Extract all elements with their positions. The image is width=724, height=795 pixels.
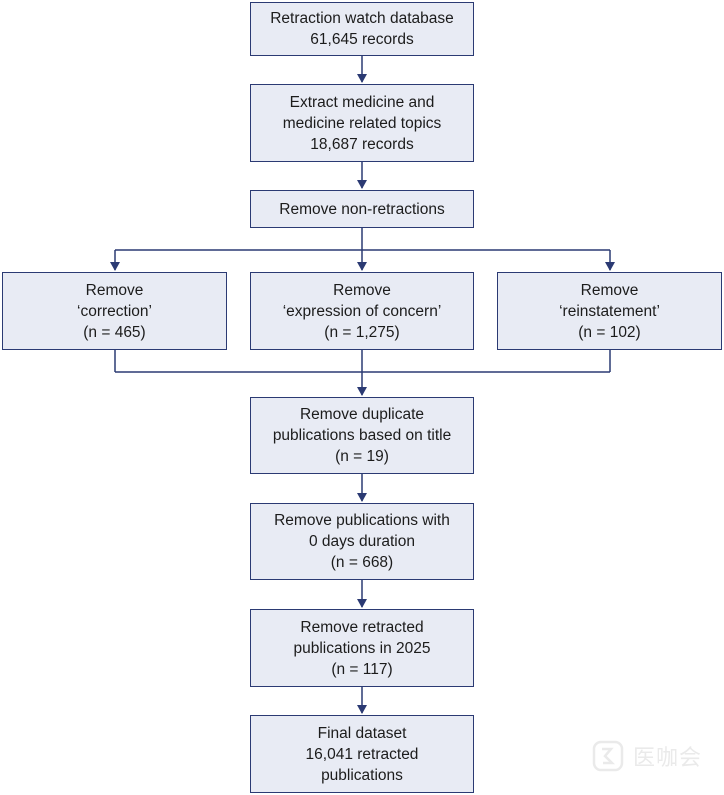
remove-2025-count: (n = 117) [331,660,393,678]
extract-medicine-box: Extract medicine and medicine related to… [250,84,474,162]
remove-zero-days-line-1: Remove publications with [274,512,450,529]
remove-zero-days-count: (n = 668) [330,554,394,571]
remove-correction-count: (n = 465) [83,323,146,341]
extract-count: 18,687 records [310,135,414,153]
remove-2025-line-2: publications in 2025 [293,639,431,657]
remove-duplicates-line-1: Remove duplicate [299,406,425,423]
remove-correction-box: Remove ‘correction’ (n = 465) [2,272,227,350]
remove-reinstatement-line-1: Remove [580,281,639,299]
watermark: 医咖会 [591,739,702,773]
remove-concern-line-2: ‘expression of concern’ [282,302,442,320]
remove-duplicates-box: Remove duplicate publications based on t… [250,397,474,474]
watermark-text: 医咖会 [632,745,702,770]
remove-concern-count: (n = 1,275) [324,323,400,341]
remove-reinstatement-box: Remove ‘reinstatement’ (n = 102) [497,272,722,350]
remove-zero-days-box: Remove publications with 0 days duration… [250,503,474,580]
remove-duplicates-count: (n = 19) [335,448,389,465]
remove-zero-days-line-2: 0 days duration [309,533,415,550]
remove-2025-line-1: Remove retracted [300,618,424,636]
final-dataset-count: 16,041 retracted [305,745,419,763]
final-dataset-title: Final dataset [317,724,407,742]
extract-line-2: medicine related topics [282,114,442,132]
extract-line-1: Extract medicine and [289,93,435,111]
remove-2025-box: Remove retracted publications in 2025 (n… [250,609,474,687]
remove-expression-of-concern-box: Remove ‘expression of concern’ (n = 1,27… [250,272,474,350]
remove-reinstatement-line-2: ‘reinstatement’ [559,302,660,320]
remove-correction-line-2: ‘correction’ [77,302,152,320]
watermark-logo-icon [592,740,624,772]
remove-concern-line-1: Remove [333,281,391,299]
remove-non-retractions-box: Remove non-retractions [250,190,474,228]
final-dataset-line-3: publications [321,766,403,784]
source-title: Retraction watch database [270,10,454,27]
source-count: 61,645 records [310,31,414,48]
remove-correction-line-1: Remove [85,281,144,299]
remove-non-retractions-label: Remove non-retractions [279,200,445,218]
remove-reinstatement-count: (n = 102) [578,323,641,341]
final-dataset-box: Final dataset 16,041 retracted publicati… [250,715,474,793]
remove-duplicates-line-2: publications based on title [272,427,452,444]
retraction-watch-database-box: Retraction watch database 61,645 records [250,2,474,56]
